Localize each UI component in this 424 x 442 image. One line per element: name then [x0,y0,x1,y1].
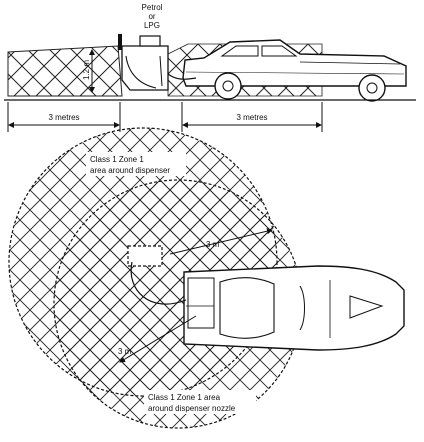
radius-label-lower: 3 m [118,347,132,356]
left-distance-dimension: 3 metres [7,102,121,132]
plan-fuel-hose [130,261,187,305]
elevation-view: Petrol or LPG 1.2 m 3 me [4,3,416,132]
radius-lower-dimension: 3 m [118,315,197,363]
radius-label-upper: 3 m [206,240,220,249]
plan-view: 3 m 3 m Class 1 Zone 1 area around dispe… [8,127,405,429]
right-distance-label: 3 metres [236,113,267,122]
dispenser-zone-label-line1: Class 1 Zone 1 [90,155,144,164]
fuel-hose [167,73,197,80]
left-hazard-zone [7,45,123,97]
dispenser-zone-label-line2: area around dispenser [90,166,170,175]
radius-upper-dimension: 3 m [169,228,273,255]
dispenser-top-view [127,245,163,267]
right-distance-dimension: 3 metres [181,102,323,132]
fuel-dispenser [118,34,169,91]
fuel-label-line2: or [148,12,155,21]
left-distance-label: 3 metres [48,113,79,122]
nozzle-zone-label-line2: around dispenser nozzle [148,404,236,413]
height-dimension: 1.2 m [82,49,95,93]
height-label: 1.2 m [82,60,91,80]
nozzle-zone-label-line1: Class 1 Zone 1 area [148,393,221,402]
fuel-label-line1: Petrol [142,3,163,12]
car-side-view [182,39,407,102]
fuel-label-line3: LPG [144,21,160,30]
car-top-view [183,265,405,351]
